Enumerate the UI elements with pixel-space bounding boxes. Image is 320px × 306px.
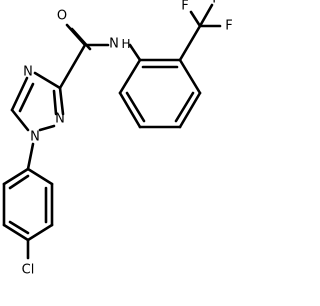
bond-a6 <box>118 58 142 95</box>
bond-a5 <box>118 91 142 129</box>
fluorine-label-3: F <box>225 19 232 34</box>
bond-a2 <box>178 58 202 95</box>
triazole-nitrogen-top-label: N <box>23 65 33 80</box>
bond-aryl-cf3 <box>178 24 202 62</box>
bond-a5-inner <box>125 91 146 123</box>
bond-a3-inner <box>174 91 195 123</box>
bond-n1-aryl <box>26 142 35 171</box>
chlorine-label: Cl <box>22 263 35 278</box>
bond-n1-n2 <box>38 124 56 132</box>
bond-n4-c5-2 <box>18 82 35 113</box>
amide-nitrogen-label: N <box>109 37 119 52</box>
amide-group <box>65 23 142 62</box>
bond-a3 <box>178 91 202 129</box>
bond-c-f1 <box>189 10 202 28</box>
bond-n-aryl <box>128 43 142 62</box>
bond-n4-c5-1 <box>10 76 29 112</box>
oxygen-label: O <box>57 9 67 24</box>
bond-p6 <box>2 167 30 186</box>
triazole-nitrogen-bottom-label: N <box>30 130 40 145</box>
triazole-nitrogen-right-label: N <box>55 112 65 127</box>
amide-hydrogen-label: H <box>121 37 130 51</box>
trifluoromethylphenyl-ring <box>118 3 222 129</box>
triazole-ring <box>10 43 87 132</box>
bond-p6-inner <box>8 174 30 190</box>
bond-c-f2 <box>198 3 214 28</box>
bond-c3-n2-2 <box>52 89 58 116</box>
bond-p3 <box>26 223 54 242</box>
chemical-structure-diagram: O N H F F F N N N Cl <box>2 0 233 278</box>
bond-p4-inner <box>8 220 30 235</box>
chlorophenyl-ring <box>2 142 54 260</box>
bond-c3-carbonyl <box>58 43 87 90</box>
bond-p1 <box>26 167 54 186</box>
bond-c3-n4 <box>33 71 62 90</box>
fluorine-label-1: F <box>181 0 188 14</box>
fluorine-label-2: F <box>212 0 219 7</box>
bond-c5-n1 <box>10 108 30 132</box>
bond-c3-n2-1 <box>58 86 65 116</box>
bond-p4 <box>2 223 30 242</box>
